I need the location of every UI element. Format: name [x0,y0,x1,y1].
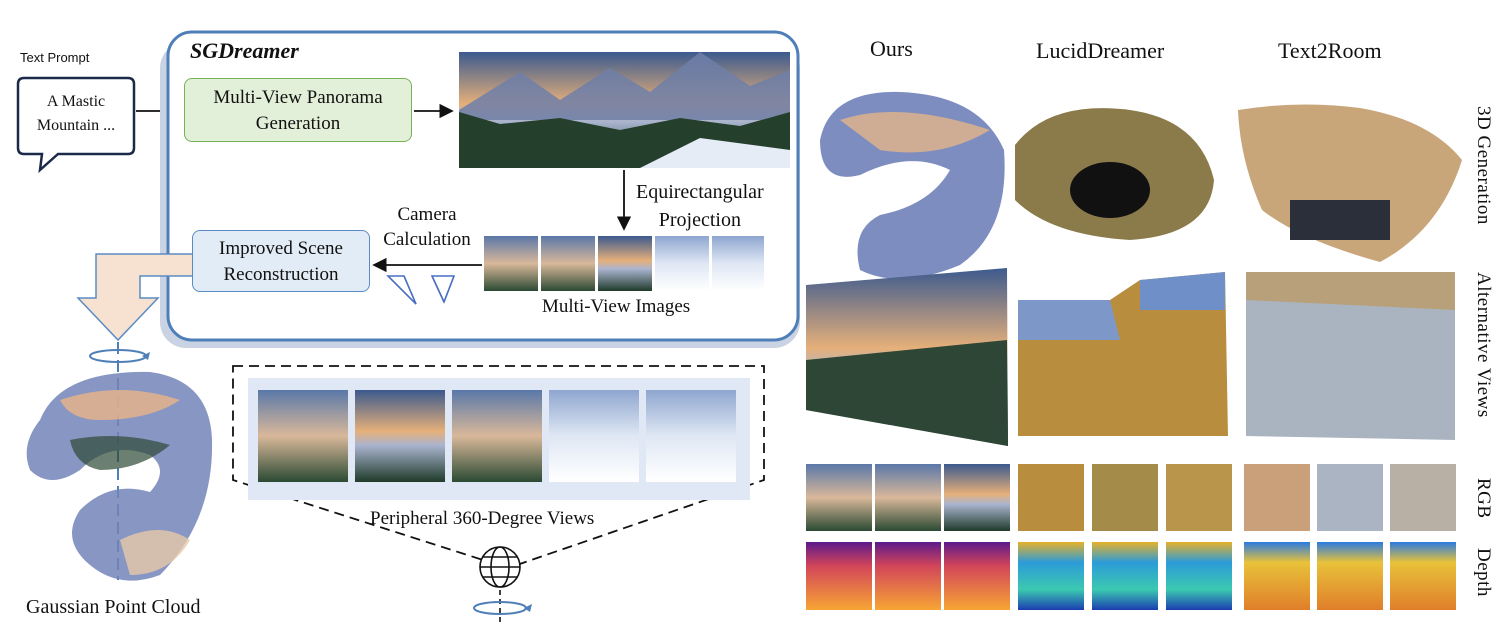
prompt-line2: Mountain ... [36,117,116,134]
column-label-text2room: Text2Room [1278,38,1382,63]
lucid-3d-generation [1015,108,1214,240]
peripheral-label: Peripheral 360-Degree Views [370,508,595,529]
row-label-alternative-views: Alternative Views [1473,272,1494,418]
lucid-alternative-view [1018,272,1228,436]
scene-reconstruction-box: Improved Scene Reconstruction [192,230,370,292]
prompt-line1: A Mastic [46,93,106,110]
globe-icon [479,546,521,588]
row-label-depth: Depth [1473,548,1494,597]
row-label-3d-generation: 3D Generation [1473,106,1494,225]
rgb-thumbnails [806,464,1456,531]
recon-box-line1: Improved Scene [219,238,343,259]
pointcloud-label: Gaussian Point Cloud [26,596,201,618]
panorama-box-line1: Multi-View Panorama [213,87,383,108]
text2room-alternative-view [1246,272,1455,440]
equirect-line1: Equirectangular [636,181,764,203]
equirect-line2: Projection [658,209,741,231]
panorama-box-line2: Generation [255,113,341,134]
panorama-image [459,52,790,168]
text2room-3d-generation [1238,104,1462,262]
text-prompt-label: Text Prompt [20,50,90,65]
multiview-images [484,236,764,291]
arrow-to-pointcloud [76,253,194,342]
frame-title: SGDreamer [190,38,299,63]
camera-line1: Camera [397,204,457,225]
prompt-text: A Mastic Mountain ... [22,90,130,138]
panorama-generation-box: Multi-View Panorama Generation [184,78,412,142]
row-label-rgb: RGB [1473,478,1494,519]
camera-calc-label: Camera Calculation [380,202,474,252]
depth-thumbnails [806,542,1456,610]
peripheral-views-frame [232,365,765,569]
ours-alternative-view [806,268,1008,446]
column-label-ours: Ours [870,36,913,61]
camera-line2: Calculation [383,229,471,250]
equirect-label: Equirectangular Projection [636,178,764,234]
recon-box-line2: Reconstruction [223,264,339,285]
ours-3d-generation [820,91,1005,279]
prompt-bubble [16,76,136,174]
globe-rotation-icon [473,590,532,622]
camera-frustum-icon [386,275,456,305]
column-label-luciddreamer: LucidDreamer [1036,38,1165,63]
multiview-label: Multi-View Images [542,296,691,317]
gaussian-point-cloud [26,371,213,581]
